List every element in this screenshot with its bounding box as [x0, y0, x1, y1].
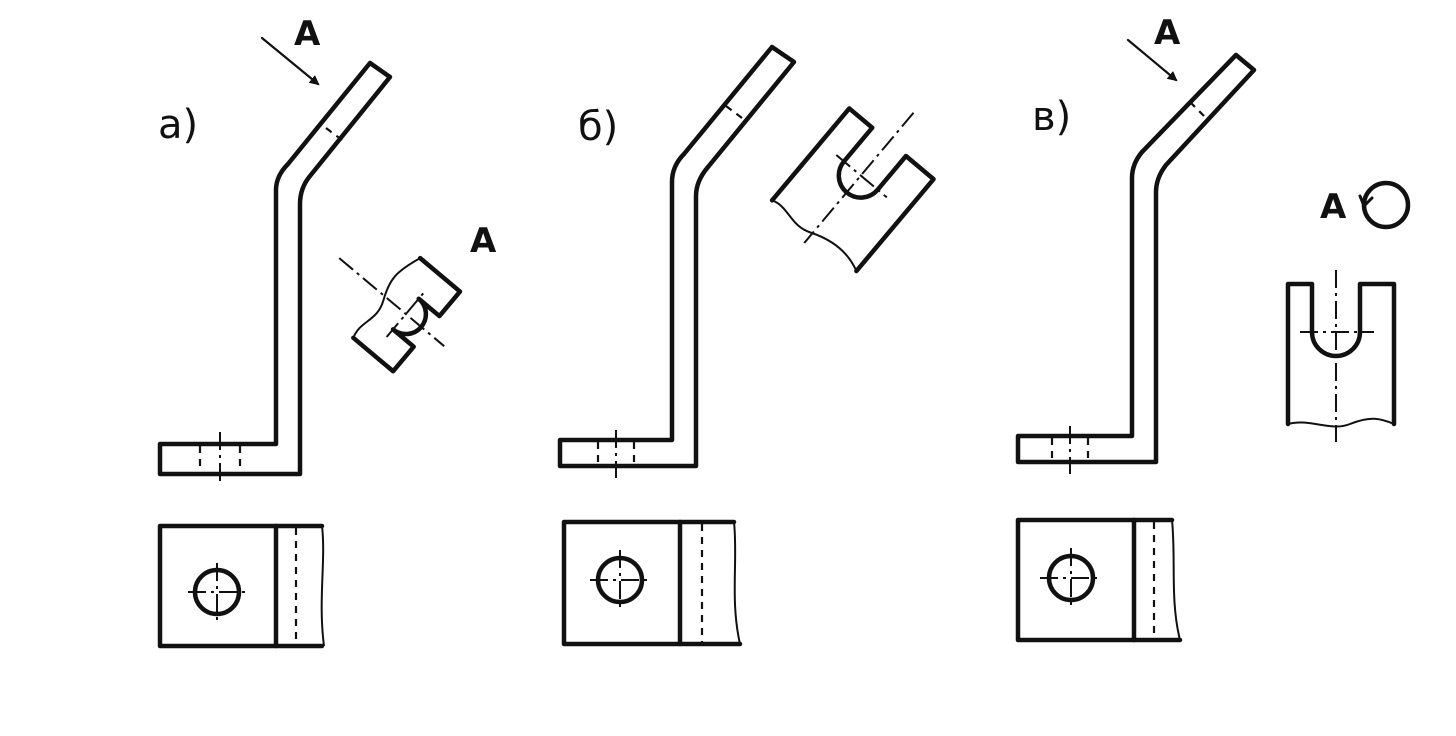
- panel-a-label: а): [158, 102, 198, 148]
- break-line: [771, 199, 858, 272]
- panel-v: в) A A: [1015, 13, 1411, 643]
- panel-b-label: б): [578, 104, 618, 150]
- bracket-top-view: [561, 519, 683, 647]
- local-view-v: [1285, 270, 1397, 442]
- slot-hidden-line: [325, 127, 343, 141]
- slot-axis-line: [835, 154, 888, 199]
- break-line: [733, 521, 741, 645]
- slot-hidden-line: [725, 105, 743, 119]
- break-line: [352, 257, 421, 339]
- bracket-top-view-strip: [1131, 517, 1183, 643]
- panel-v-view-arrow-letter: A: [1154, 13, 1181, 53]
- local-view-outline: [769, 162, 889, 274]
- bracket-top-view-strip: [677, 519, 743, 647]
- view-arrow-icon: [260, 36, 320, 86]
- slot-hidden-line: [1189, 101, 1205, 117]
- local-view-outline: [1285, 281, 1397, 427]
- local-view-b: [769, 106, 936, 274]
- view-arrow-icon: [1126, 38, 1178, 82]
- bracket-top-view-strip: [273, 523, 325, 649]
- bracket-front-view: [1015, 52, 1257, 465]
- panel-a-view-arrow-letter: A: [294, 14, 321, 54]
- panel-v-view-letter: A: [1320, 187, 1347, 227]
- slot-axis-line: [338, 257, 445, 347]
- local-view-outline: [799, 106, 936, 239]
- bracket-front-view: [157, 60, 393, 477]
- panel-b: б): [557, 44, 936, 647]
- break-line: [1287, 417, 1395, 428]
- bracket-top-view: [157, 523, 279, 649]
- break-line: [320, 525, 325, 647]
- rotation-sign-icon: [1358, 180, 1411, 230]
- local-view-a: [338, 255, 463, 374]
- break-line: [1171, 519, 1181, 641]
- panel-a: а) A A: [157, 14, 497, 649]
- bracket-top-view: [1015, 517, 1137, 643]
- bracket-front-view: [557, 44, 797, 469]
- panel-a-view-letter: A: [470, 221, 497, 261]
- panel-v-label: в): [1032, 94, 1071, 140]
